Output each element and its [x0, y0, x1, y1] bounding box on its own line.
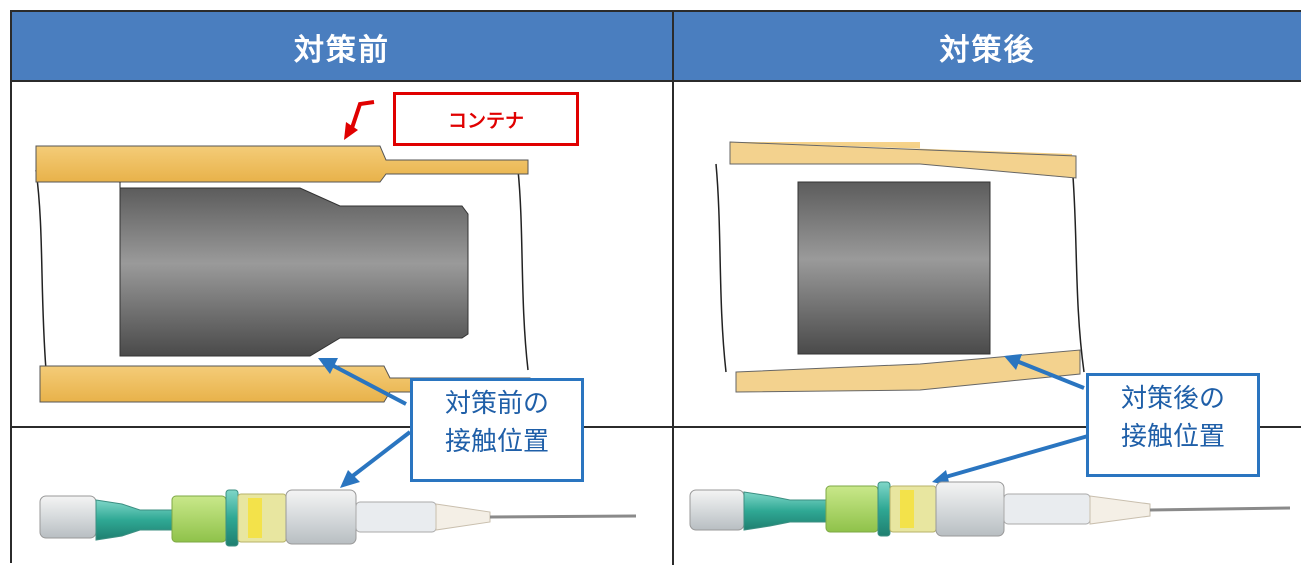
comparison-table: 対策前 対策後	[10, 10, 1301, 565]
container-pointer-arrow	[344, 100, 375, 140]
after-plug	[797, 181, 991, 355]
after-callout-line2: 接触位置	[1120, 422, 1225, 452]
after-catheter-device	[689, 481, 1291, 537]
before-callout-line2: 接触位置	[444, 427, 549, 457]
header-divider	[12, 80, 1301, 82]
before-plug	[119, 187, 469, 357]
container-label-box: コンテナ	[393, 92, 579, 146]
before-contact-callout: 対策前の 接触位置	[410, 378, 584, 482]
row-divider	[12, 426, 1301, 428]
after-callout-line1: 対策後の	[1120, 384, 1225, 414]
after-container-section	[715, 141, 1085, 393]
header-after: 対策後	[674, 12, 1301, 82]
before-catheter-device	[39, 489, 637, 547]
before-container-section	[35, 145, 531, 403]
after-contact-callout: 対策後の 接触位置	[1086, 373, 1260, 477]
column-divider	[672, 12, 674, 565]
header-before: 対策前	[12, 12, 672, 82]
before-callout-line1: 対策前の	[444, 389, 549, 419]
before-contact-arrows	[318, 358, 412, 488]
